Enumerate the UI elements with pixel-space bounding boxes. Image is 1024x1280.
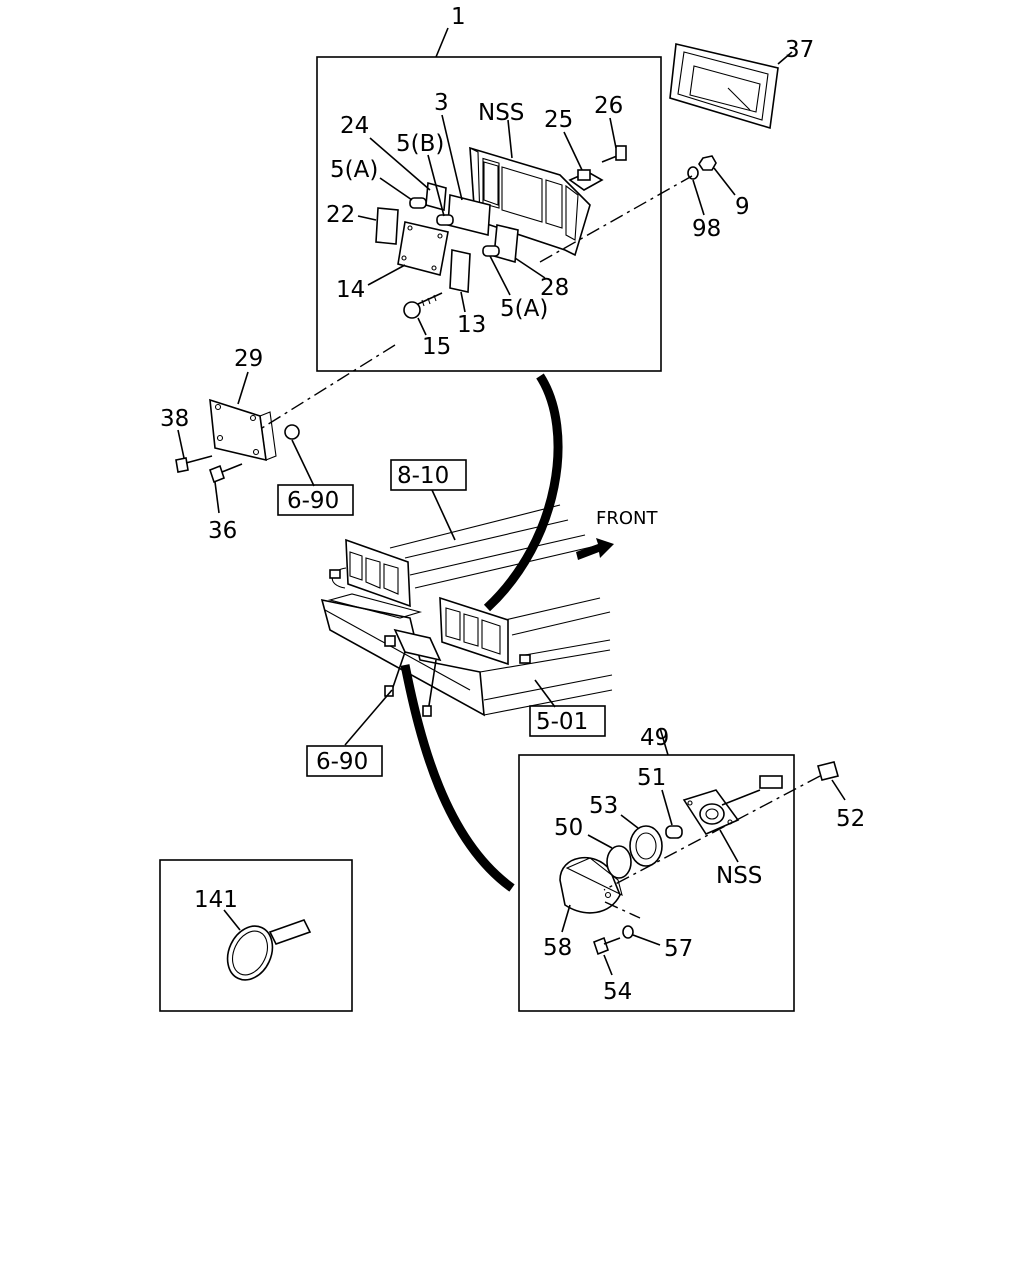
callout-15: 15 xyxy=(422,334,451,360)
ref-6-90-bottom: 6-90 xyxy=(316,749,368,775)
washer-6-90 xyxy=(284,424,300,440)
part-53 xyxy=(629,825,663,867)
leader-curve-top xyxy=(483,373,563,612)
callout-141: 141 xyxy=(194,887,238,913)
callout-5a-right: 5(A) xyxy=(500,296,548,322)
callout-28: 28 xyxy=(540,275,569,301)
ref-box-6-90-top xyxy=(277,484,354,516)
callout-3: 3 xyxy=(434,90,449,116)
callout-nss-bottom: NSS xyxy=(716,863,762,889)
part-14 xyxy=(397,221,449,276)
part-38 xyxy=(175,455,213,473)
ref-5-01: 5-01 xyxy=(536,709,588,735)
part-51 xyxy=(665,825,683,839)
ref-6-90-top: 6-90 xyxy=(287,488,339,514)
part-13 xyxy=(449,249,471,293)
part-141 xyxy=(226,919,312,981)
ref-box-8-10 xyxy=(390,459,467,491)
bulb-5a-right xyxy=(482,245,500,257)
callout-5b: 5(B) xyxy=(396,131,444,157)
assembly-box-141 xyxy=(159,859,353,1012)
callout-26: 26 xyxy=(594,93,623,119)
assembly-box-49 xyxy=(518,754,795,1012)
callout-5a-left: 5(A) xyxy=(330,157,378,183)
callout-13: 13 xyxy=(457,312,486,338)
callout-52: 52 xyxy=(836,806,865,832)
part-25 xyxy=(568,169,604,191)
part-37 xyxy=(669,43,779,130)
assembly-box-1 xyxy=(316,56,662,372)
part-54 xyxy=(593,936,621,956)
callout-36: 36 xyxy=(208,518,237,544)
front-label: FRONT xyxy=(596,508,658,529)
part-50 xyxy=(606,845,632,879)
leader-curve-bottom xyxy=(400,664,515,892)
part-58 xyxy=(559,856,623,914)
bulb-5b xyxy=(436,214,454,226)
part-36 xyxy=(209,463,243,484)
part-26 xyxy=(601,145,627,163)
callout-22: 22 xyxy=(326,202,355,228)
socket-nss xyxy=(682,775,783,836)
part-98 xyxy=(687,166,699,180)
bulb-5a-left xyxy=(409,197,427,209)
part-52 xyxy=(817,761,839,781)
part-9 xyxy=(698,155,717,171)
callout-25: 25 xyxy=(544,107,573,133)
callout-nss-top: NSS xyxy=(478,100,524,126)
callout-49: 49 xyxy=(640,725,669,751)
ref-box-5-01 xyxy=(529,705,606,737)
callout-51: 51 xyxy=(637,765,666,791)
part-29 xyxy=(209,398,277,462)
rear-frame xyxy=(320,504,613,717)
part-57 xyxy=(622,925,634,939)
callout-57: 57 xyxy=(664,936,693,962)
callout-54: 54 xyxy=(603,979,632,1005)
callout-38: 38 xyxy=(160,406,189,432)
callout-58: 58 xyxy=(543,935,572,961)
callout-98: 98 xyxy=(692,216,721,242)
part-28 xyxy=(493,224,519,264)
callout-29: 29 xyxy=(234,346,263,372)
callout-1: 1 xyxy=(451,4,466,30)
callout-53: 53 xyxy=(589,793,618,819)
callout-24: 24 xyxy=(340,113,369,139)
front-arrow-icon xyxy=(576,538,614,560)
callout-14: 14 xyxy=(336,277,365,303)
callout-37: 37 xyxy=(785,37,814,63)
ref-box-6-90-bottom xyxy=(306,745,383,777)
lamp-housing xyxy=(469,146,591,257)
callout-9: 9 xyxy=(735,194,750,220)
callout-50: 50 xyxy=(554,815,583,841)
part-22 xyxy=(375,207,399,245)
part-15 xyxy=(403,292,443,319)
ref-8-10: 8-10 xyxy=(397,463,449,489)
